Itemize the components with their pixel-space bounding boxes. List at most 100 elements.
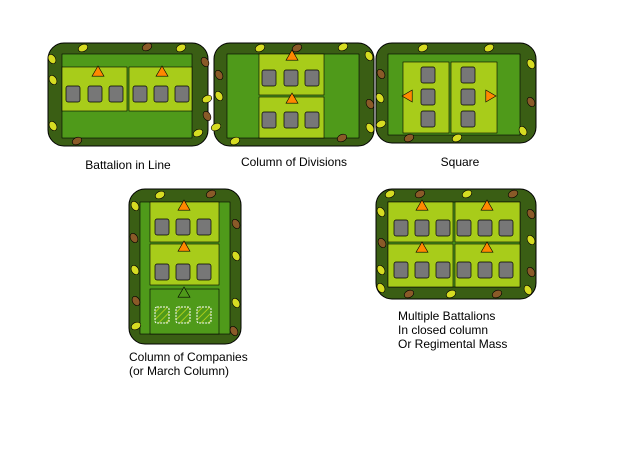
label-multiple-battalions-line2: In closed column <box>398 323 489 337</box>
column-of-divisions-bush-icon <box>365 123 375 133</box>
column-of-companies-bush-icon <box>129 233 139 243</box>
label-column-of-companies-line2: (or March Column) <box>129 364 230 378</box>
company-icon <box>283 111 299 129</box>
battalion-in-line-bush-icon <box>48 75 58 85</box>
column-of-companies-bush-icon <box>130 201 140 211</box>
battalion-in-line-bush-icon <box>200 57 210 67</box>
company-icon <box>435 219 451 237</box>
battalion-in-line-bush-icon <box>175 43 187 53</box>
company-icon <box>175 263 191 281</box>
multiple-battalions-bush-icon <box>523 285 533 295</box>
column-of-divisions-bush-icon <box>214 91 224 101</box>
label-column-of-divisions-line1: Column of Divisions <box>240 155 348 169</box>
company-icon <box>283 69 299 87</box>
company-icon <box>456 261 472 279</box>
panel-battalion-in-line <box>47 42 213 147</box>
column-of-divisions-bush-icon <box>229 136 241 146</box>
multiple-battalions-bush-icon <box>526 235 536 245</box>
multiple-battalions-bush-icon <box>403 289 415 299</box>
company-icon <box>477 261 493 279</box>
officer-triangle-icon <box>480 241 494 253</box>
battalion-in-line-bush-icon <box>77 43 89 53</box>
panel-multiple-battalions <box>375 188 537 300</box>
company-icon <box>393 261 409 279</box>
multiple-battalions-bush-icon <box>377 238 387 248</box>
company-icon <box>498 261 514 279</box>
battalion-in-line-bush-icon <box>192 128 204 138</box>
label-multiple-battalions: Multiple Battalions In closed column Or … <box>398 309 507 351</box>
column-of-divisions-bush-icon <box>336 133 348 143</box>
column-of-divisions-bush-icon <box>337 42 349 52</box>
company-icon <box>154 218 170 236</box>
company-icon <box>435 261 451 279</box>
officer-triangle-icon <box>485 89 497 103</box>
company-icon <box>153 85 169 103</box>
column-of-divisions-bush-icon <box>365 99 375 109</box>
column-of-divisions-bush-icon <box>364 51 374 61</box>
multiple-battalions-bush-icon <box>461 189 473 199</box>
battalion-in-line-bush-icon <box>202 111 212 121</box>
label-column-of-divisions: Column of Divisions <box>214 155 374 169</box>
company-icon <box>420 88 436 106</box>
company-icon <box>174 85 190 103</box>
label-square-line1: Square <box>440 155 480 169</box>
label-battalion-in-line-line1: Battalion in Line <box>85 158 171 172</box>
company-march-icon <box>175 306 191 324</box>
company-icon <box>87 85 103 103</box>
column-of-companies-bush-icon <box>231 219 241 229</box>
company-icon <box>196 218 212 236</box>
square-bush-icon <box>376 69 386 79</box>
officer-triangle-icon <box>415 241 429 253</box>
company-icon <box>460 66 476 84</box>
multiple-battalions-bush-icon <box>384 189 396 199</box>
battalion-in-line-bush-icon <box>71 136 83 146</box>
battalion-in-line-bush-icon <box>141 42 153 52</box>
square-bush-icon <box>375 93 385 103</box>
company-icon <box>498 219 514 237</box>
company-icon <box>304 111 320 129</box>
company-icon <box>175 218 191 236</box>
panel-square <box>375 42 537 144</box>
multiple-battalions-bush-icon <box>376 207 386 217</box>
column-of-companies-bush-icon <box>130 321 142 331</box>
column-of-companies-bush-icon <box>231 298 241 308</box>
column-of-companies-bush-icon <box>205 189 217 199</box>
multiple-battalions-bush-icon <box>414 189 426 199</box>
column-of-divisions-bush-icon <box>214 70 224 80</box>
officer-triangle-icon <box>480 199 494 211</box>
company-icon <box>420 66 436 84</box>
company-icon <box>304 69 320 87</box>
square-bush-icon <box>403 133 415 143</box>
square-bush-icon <box>526 59 536 69</box>
column-of-companies-bush-icon <box>130 265 140 275</box>
square-bush-icon <box>417 43 429 53</box>
multiple-battalions-bush-icon <box>526 267 536 277</box>
company-icon <box>420 110 436 128</box>
company-icon <box>196 263 212 281</box>
label-battalion-in-line: Battalion in Line <box>48 158 208 172</box>
column-of-companies-bush-icon <box>131 296 141 306</box>
multiple-battalions-bush-icon <box>445 289 457 299</box>
company-icon <box>477 219 493 237</box>
square-bush-icon <box>526 97 536 107</box>
company-icon <box>393 219 409 237</box>
company-icon <box>460 88 476 106</box>
multiple-battalions-bush-icon <box>491 289 503 299</box>
officer-triangle-icon <box>285 92 299 104</box>
officer-triangle-icon <box>401 89 413 103</box>
column-of-divisions-bush-icon <box>291 43 303 53</box>
multiple-battalions-bush-icon <box>507 189 519 199</box>
square-bush-icon <box>451 133 463 143</box>
column-of-companies-bush-icon <box>229 326 239 336</box>
multiple-battalions-bush-icon <box>376 265 386 275</box>
label-column-of-companies: Column of Companies (or March Column) <box>129 350 248 378</box>
company-icon <box>261 111 277 129</box>
officer-triangle-icon <box>177 199 191 211</box>
label-square: Square <box>380 155 540 169</box>
company-march-icon <box>196 306 212 324</box>
officer-triangle-march-icon <box>177 286 191 298</box>
label-multiple-battalions-line3: Or Regimental Mass <box>398 337 508 351</box>
battalion-in-line-bush-icon <box>48 121 58 131</box>
column-of-companies-bush-icon <box>231 251 241 261</box>
